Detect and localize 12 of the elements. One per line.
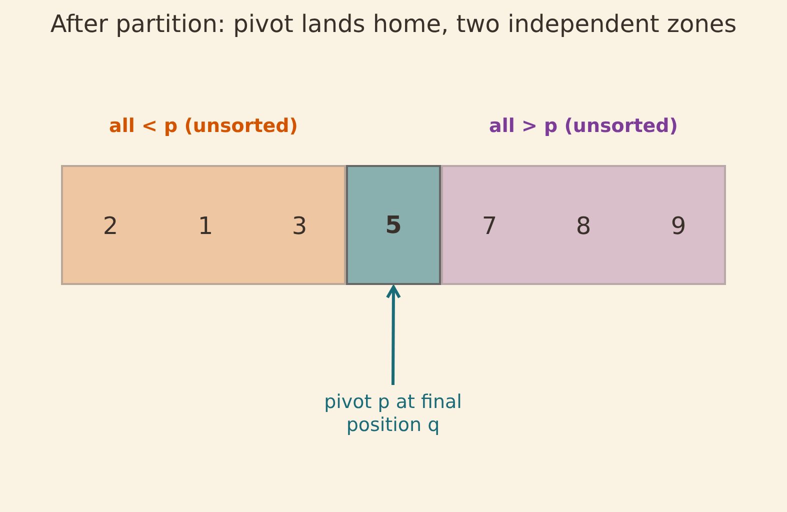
- zone-heading: all > p (unsorted): [489, 115, 678, 137]
- array-value: 7: [443, 167, 536, 285]
- arrow: [386, 286, 401, 386]
- array-value: 3: [253, 167, 346, 285]
- diagram-title: After partition: pivot lands home, two independent zones: [49, 10, 738, 38]
- pivot-cell: 5: [346, 165, 441, 285]
- array-value: 9: [631, 167, 726, 285]
- annotation-text: pivot p at final position q: [303, 391, 483, 437]
- zone-heading: all < p (unsorted): [109, 115, 298, 137]
- array-value: 1: [158, 167, 253, 285]
- array-value: 2: [63, 167, 158, 285]
- array-value: 8: [536, 167, 631, 285]
